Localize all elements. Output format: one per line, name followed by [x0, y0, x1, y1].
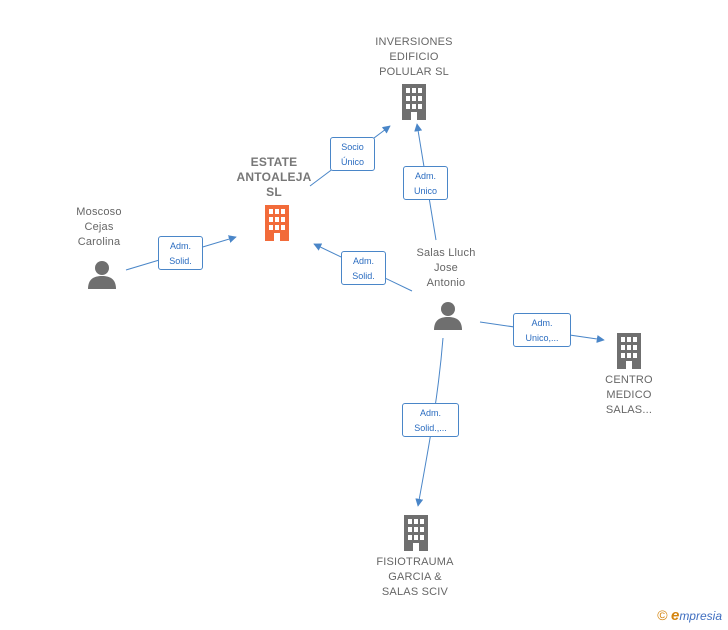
- node-label-inversiones[interactable]: INVERSIONES EDIFICIO POLULAR SL: [375, 36, 453, 78]
- building-icon[interactable]: [614, 333, 644, 369]
- brand-logo-e: e: [670, 607, 680, 624]
- building-icon-highlighted[interactable]: [261, 205, 293, 241]
- edge-label-adm-unico[interactable]: Adm. Unico: [403, 166, 448, 200]
- node-label-centro[interactable]: CENTRO MEDICO SALAS...: [605, 374, 653, 416]
- edge-label-centro-unico[interactable]: Adm. Unico,...: [513, 313, 571, 347]
- edge-label-moscoso-solid[interactable]: Adm. Solid.: [158, 236, 203, 270]
- copyright-icon: ©: [657, 607, 668, 623]
- building-icon[interactable]: [399, 84, 429, 120]
- node-label-estate[interactable]: ESTATE ANTOALEJA SL: [236, 155, 312, 199]
- building-icon[interactable]: [401, 515, 431, 551]
- edge-label-salas-solid[interactable]: Adm. Solid.: [341, 251, 386, 285]
- brand-name: mpresia: [679, 609, 722, 623]
- edge-label-socio-unico[interactable]: Socio Único: [330, 137, 375, 171]
- brand-watermark: © empresia: [657, 607, 722, 624]
- node-label-moscoso[interactable]: Moscoso Cejas Carolina: [76, 206, 122, 248]
- person-icon[interactable]: [433, 300, 463, 330]
- person-icon[interactable]: [87, 259, 117, 289]
- node-label-fisio[interactable]: FISIOTRAUMA GARCIA & SALAS SCIV: [376, 556, 454, 598]
- edge-label-fisio-solid[interactable]: Adm. Solid.,...: [402, 403, 459, 437]
- node-label-salas[interactable]: Salas Lluch Jose Antonio: [416, 247, 476, 289]
